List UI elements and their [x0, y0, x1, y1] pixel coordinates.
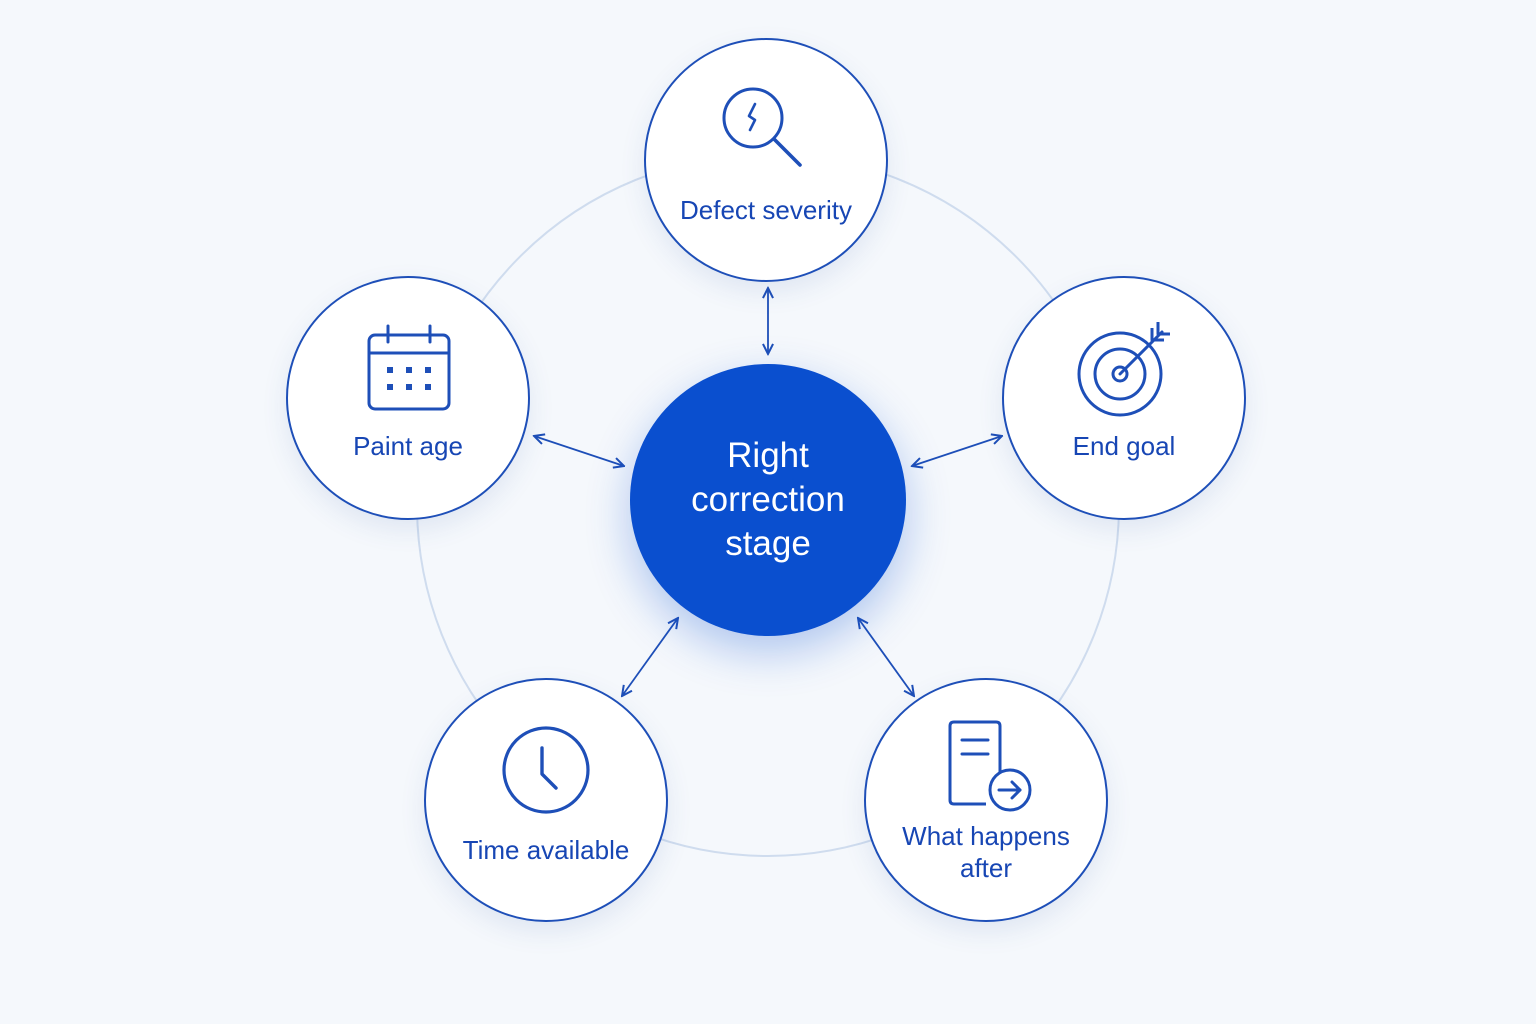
target-arrow-icon [1077, 322, 1170, 417]
node-label: Paint age [353, 431, 463, 461]
node-label: End goal [1072, 431, 1176, 461]
clock-icon [502, 726, 590, 814]
calendar-icon [367, 324, 451, 411]
arrow-time-available [622, 618, 678, 696]
center-hub: Right correction stage [630, 364, 906, 636]
center-hub-label: Right correction stage [691, 436, 845, 563]
node-paint-age: Paint age [286, 276, 530, 520]
arrow-paint-age [534, 436, 624, 466]
node-end-goal: End goal [1002, 276, 1246, 520]
node-label: Time available [462, 835, 630, 865]
node-label: What happens after [902, 821, 1070, 883]
arrow-end-goal [912, 436, 1002, 466]
node-defect-severity: Defect severity [644, 38, 888, 282]
magnifier-icon [722, 87, 802, 167]
node-time-available: Time available [424, 678, 668, 922]
document-arrow-icon [948, 720, 1032, 812]
node-what-happens-after: What happens after [864, 678, 1108, 922]
arrow-what-happens-after [858, 618, 914, 696]
node-label: Defect severity [680, 195, 852, 225]
